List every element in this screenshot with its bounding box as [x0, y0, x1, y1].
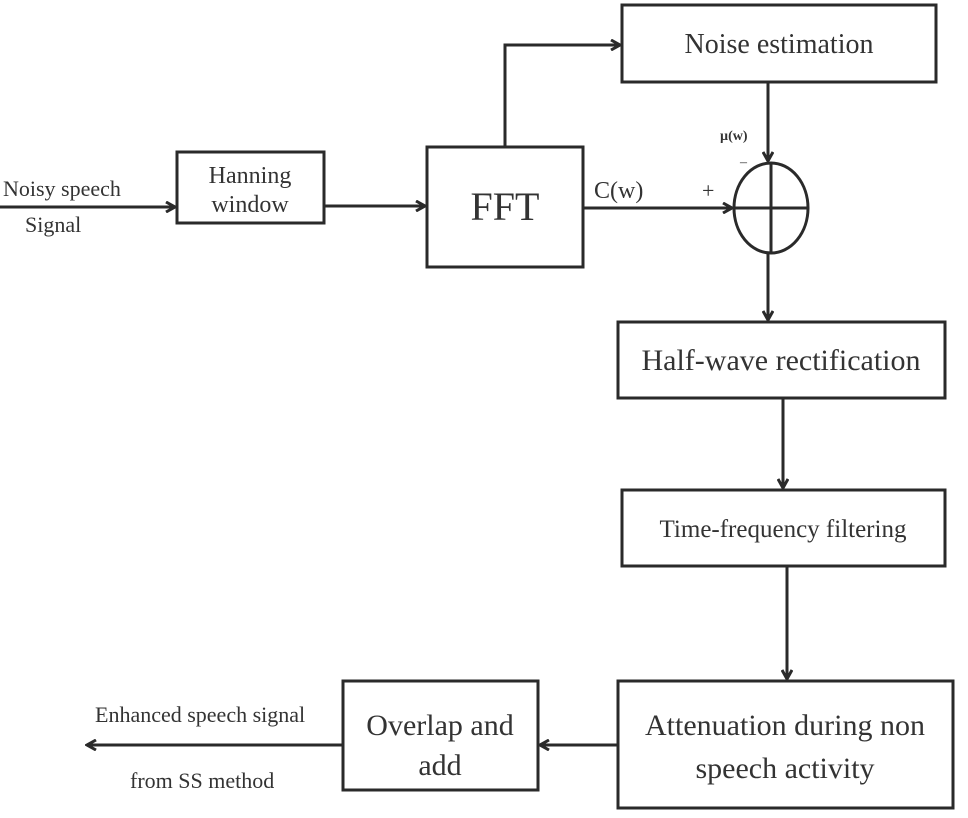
output-label-1: Enhanced speech signal [95, 702, 305, 727]
input-label-1: Noisy speech [3, 176, 121, 201]
half-wave-rectification-block [616, 320, 947, 400]
fft-label: FFT [471, 184, 540, 229]
hanning-label-2: window [211, 192, 289, 218]
attenuation-block [616, 679, 955, 810]
minus-sign: – [739, 155, 748, 170]
output-label-2: from SS method [130, 768, 274, 793]
summing-junction [732, 161, 810, 255]
fft-block [425, 145, 585, 269]
input-label-2: Signal [25, 212, 81, 237]
time-frequency-filtering-block [620, 488, 947, 568]
plus-sign: + [702, 178, 714, 203]
overlap-label-2: add [418, 749, 461, 782]
mu-label: µ(w) [720, 129, 748, 144]
hanning-window-block [175, 150, 326, 225]
overlap-add-block [341, 679, 540, 792]
attenuation-label-1: Attenuation during non [645, 709, 925, 742]
hanning-label-1: Hanning [209, 163, 292, 189]
fft-to-noise-arrow [503, 45, 620, 147]
cw-label: C(w) [594, 178, 643, 204]
noise-estimation-label: Noise estimation [685, 29, 874, 60]
tf-label: Time-frequency filtering [660, 516, 907, 543]
overlap-label-1: Overlap and [366, 709, 513, 742]
attenuation-label-2: speech activity [695, 752, 874, 785]
noise-estimation-block [620, 3, 938, 84]
half-wave-label: Half-wave rectification [641, 344, 920, 377]
